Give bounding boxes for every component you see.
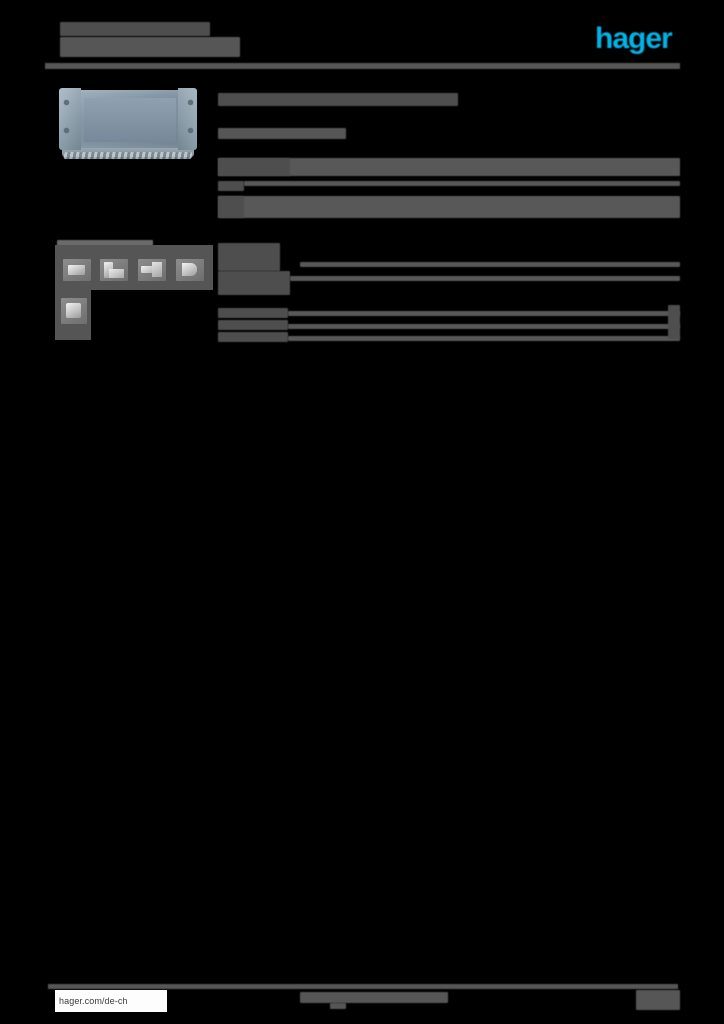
mounting-hole (64, 100, 69, 105)
accessory-shape (66, 303, 81, 318)
spec-row-value (300, 262, 680, 267)
accessory-shape (104, 262, 113, 278)
page-title-line-1 (60, 22, 210, 36)
mounting-hole (64, 128, 69, 133)
accessory-shape-b (109, 269, 124, 278)
spec-row-label (218, 181, 244, 191)
accessory-thumb-1-icon[interactable] (63, 259, 91, 281)
header-divider (45, 63, 680, 69)
accessory-thumb-5-icon[interactable] (61, 298, 87, 324)
accessory-thumb-4-icon[interactable] (176, 259, 204, 281)
enclosure-inner-face (84, 98, 176, 142)
hager-logo: hager (595, 22, 673, 55)
footer-url-link[interactable]: hager.com/de-ch (55, 990, 167, 1012)
spec-row-value (290, 276, 680, 281)
page-title-line-2 (60, 37, 240, 57)
footer-url-text: hager.com/de-ch (59, 996, 128, 1006)
spec-row-label (218, 332, 288, 342)
spec-row-label (218, 158, 290, 176)
accessory-shape (68, 265, 85, 275)
mounting-hole (188, 128, 193, 133)
spec-row-label (218, 308, 288, 318)
spec-row-label (218, 271, 290, 295)
enclosure-right-flange (178, 88, 197, 150)
accessory-thumb-2-icon[interactable] (100, 259, 128, 281)
spec-row-label (218, 196, 244, 218)
spec-row-value (218, 158, 680, 176)
accessory-shape-b (152, 262, 162, 277)
accessories-caption (57, 240, 153, 247)
mounting-hole (188, 100, 193, 105)
spec-row-value (218, 196, 680, 218)
accessory-shape (182, 263, 197, 276)
spec-row-value (288, 324, 680, 329)
accessory-shape (141, 266, 161, 273)
spec-row-label (218, 243, 280, 271)
footer-divider (48, 984, 678, 989)
spec-row-value (288, 336, 680, 341)
spec-row-value (244, 181, 680, 186)
spec-row-value (288, 311, 680, 316)
product-heading (218, 93, 458, 106)
accessory-thumb-3-icon[interactable] (138, 259, 166, 281)
footer-center-text-secondary (330, 1003, 346, 1009)
enclosure-left-flange (59, 88, 81, 150)
footer-page-number (636, 990, 680, 1010)
spec-row-label (218, 320, 288, 330)
product-subheading (218, 128, 346, 139)
spec-mark-badge (668, 305, 680, 339)
enclosure-teeth (63, 152, 193, 159)
footer-center-text (300, 992, 448, 1003)
product-hero-image (54, 86, 204, 168)
